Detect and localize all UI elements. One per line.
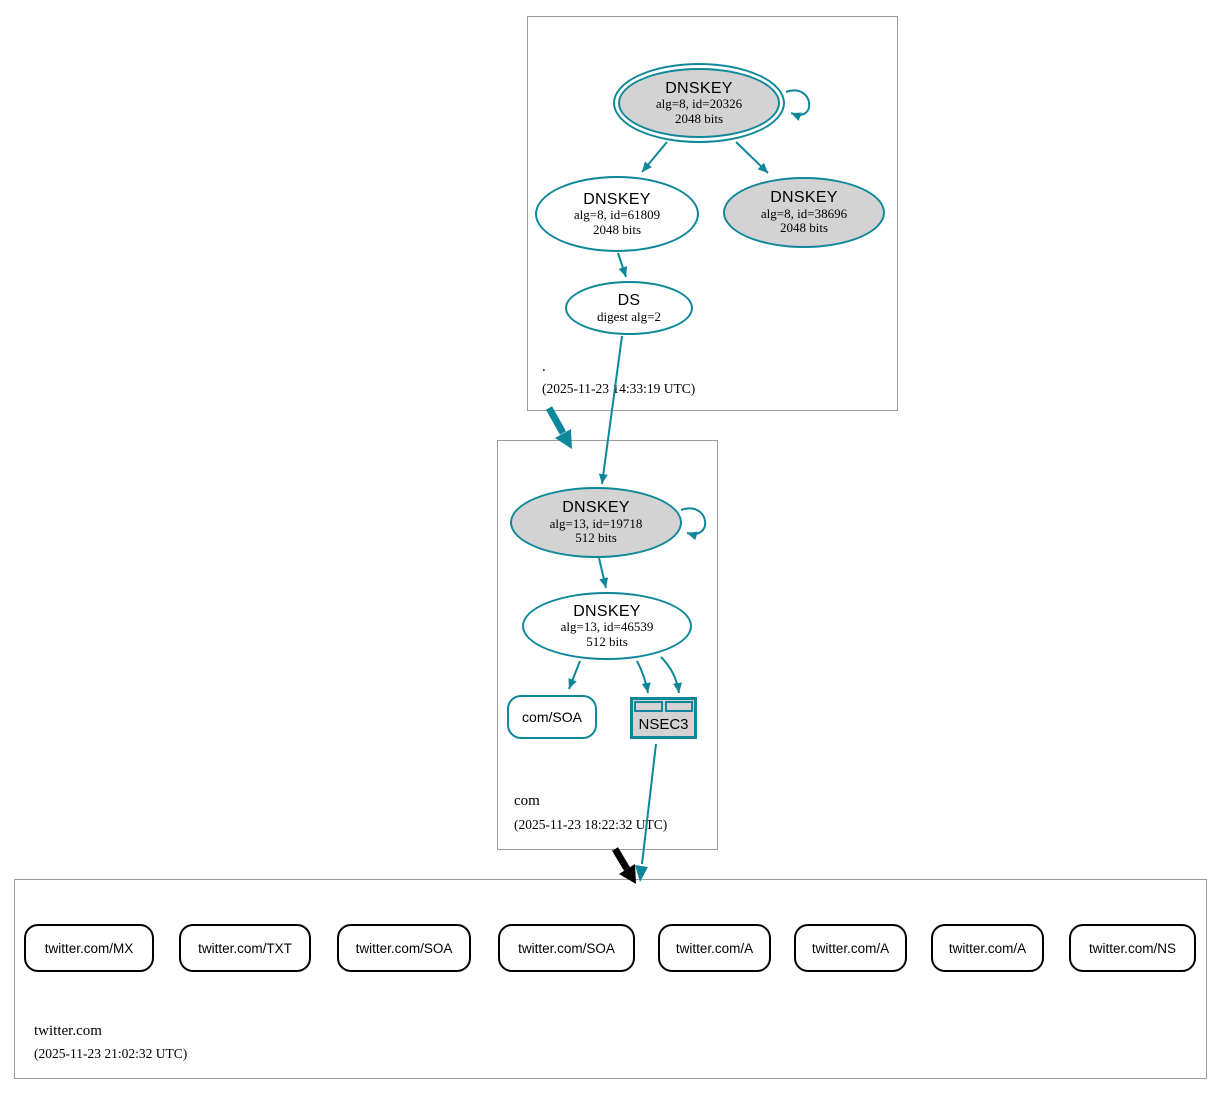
dnskey-19718-node[interactable]: DNSKEY alg=13, id=19718 512 bits [510, 487, 682, 558]
zone-name-twitter: twitter.com [34, 1023, 102, 1039]
zone-timestamp-com: (2025-11-23 18:22:32 UTC) [514, 817, 668, 832]
twitter-mx-rrset[interactable]: twitter.com/MX [24, 924, 154, 972]
nsec3-cell-left [634, 701, 663, 712]
edge-com-zsk-to-nsec3-left [636, 660, 651, 694]
twitter-a-3-label: twitter.com/A [948, 940, 1027, 956]
dnskey-19718-bits: 512 bits [575, 530, 617, 546]
dnskey-46539-type: DNSKEY [573, 602, 641, 620]
edge-delegation-root-to-com [545, 406, 572, 449]
twitter-a-rrset-1[interactable]: twitter.com/A [658, 924, 771, 972]
edge-root-zsk-to-ds [617, 252, 628, 278]
zone-box-com: com (2025-11-23 18:22:32 UTC) [497, 440, 718, 850]
twitter-soa-1-label: twitter.com/SOA [355, 940, 453, 956]
dnskey-20326-node[interactable]: DNSKEY alg=8, id=20326 2048 bits [613, 63, 785, 143]
ds-node[interactable]: DS digest alg=2 [565, 281, 693, 335]
dnskey-61809-bits: 2048 bits [592, 221, 642, 237]
twitter-a-2-label: twitter.com/A [811, 940, 890, 956]
dnskey-38696-type: DNSKEY [770, 189, 838, 206]
twitter-a-1-label: twitter.com/A [675, 940, 754, 956]
dnskey-38696-bits: 2048 bits [779, 220, 829, 236]
com-soa-label: com/SOA [522, 709, 582, 725]
dnskey-46539-algid: alg=13, id=46539 [560, 619, 654, 635]
edge-nsec3-to-twitter [635, 743, 657, 882]
zone-timestamp-twitter: (2025-11-23 21:02:32 UTC) [34, 1046, 188, 1061]
dnskey-20326-type: DNSKEY [665, 79, 733, 97]
edge-com-ksk-selfloop [680, 507, 707, 541]
ds-digest-alg: digest alg=2 [596, 308, 662, 324]
nsec3-label: NSEC3 [638, 715, 689, 733]
twitter-ns-rrset[interactable]: twitter.com/NS [1069, 924, 1196, 972]
twitter-txt-label: twitter.com/TXT [198, 940, 292, 956]
dnskey-46539-node[interactable]: DNSKEY alg=13, id=46539 512 bits [522, 592, 692, 660]
twitter-a-rrset-2[interactable]: twitter.com/A [794, 924, 907, 972]
nsec3-node[interactable]: NSEC3 [630, 697, 697, 739]
zone-name-com: com [514, 793, 540, 809]
twitter-soa-2-label: twitter.com/SOA [518, 940, 615, 956]
zone-name-root: . [542, 359, 546, 375]
zone-box-twitter: twitter.com (2025-11-23 21:02:32 UTC) [14, 879, 1207, 1079]
com-soa-rrset[interactable]: com/SOA [507, 695, 597, 739]
dnskey-19718-algid: alg=13, id=19718 [549, 515, 643, 531]
twitter-soa-rrset-1[interactable]: twitter.com/SOA [337, 924, 471, 972]
edge-root-ksk-selfloop [785, 89, 811, 121]
dnskey-46539-bits: 512 bits [586, 633, 628, 649]
dnskey-61809-type: DNSKEY [583, 190, 651, 208]
dnskey-20326-bits: 2048 bits [674, 110, 724, 126]
edge-root-ksk-to-standby [735, 141, 769, 174]
dnskey-61809-node[interactable]: DNSKEY alg=8, id=61809 2048 bits [535, 176, 699, 252]
twitter-ns-label: twitter.com/NS [1088, 940, 1177, 956]
zone-timestamp-root: (2025-11-23 14:33:19 UTC) [542, 381, 696, 396]
edge-com-ksk-to-zsk [598, 557, 609, 589]
dnskey-61809-algid: alg=8, id=61809 [573, 207, 661, 223]
dnskey-20326-inner-ring: DNSKEY alg=8, id=20326 2048 bits [618, 68, 780, 138]
dnskey-38696-algid: alg=8, id=38696 [760, 205, 848, 221]
edge-delegation-com-to-twitter [611, 847, 636, 884]
twitter-mx-label: twitter.com/MX [44, 940, 134, 956]
twitter-a-rrset-3[interactable]: twitter.com/A [931, 924, 1044, 972]
edge-root-ksk-to-zsk [641, 141, 668, 173]
twitter-txt-rrset[interactable]: twitter.com/TXT [179, 924, 311, 972]
ds-type: DS [617, 291, 641, 309]
twitter-soa-rrset-2[interactable]: twitter.com/SOA [498, 924, 635, 972]
zone-box-root: . (2025-11-23 14:33:19 UTC) [527, 16, 898, 411]
nsec3-header-cells [634, 701, 693, 712]
dnskey-20326-algid: alg=8, id=20326 [655, 96, 743, 112]
dnskey-19718-type: DNSKEY [562, 499, 630, 516]
edge-com-zsk-to-soa [568, 660, 581, 690]
edge-ds-to-com-ksk [598, 335, 623, 485]
edge-com-zsk-to-nsec3-right [660, 656, 683, 694]
nsec3-cell-right [664, 701, 693, 712]
dnskey-38696-node[interactable]: DNSKEY alg=8, id=38696 2048 bits [723, 177, 885, 248]
